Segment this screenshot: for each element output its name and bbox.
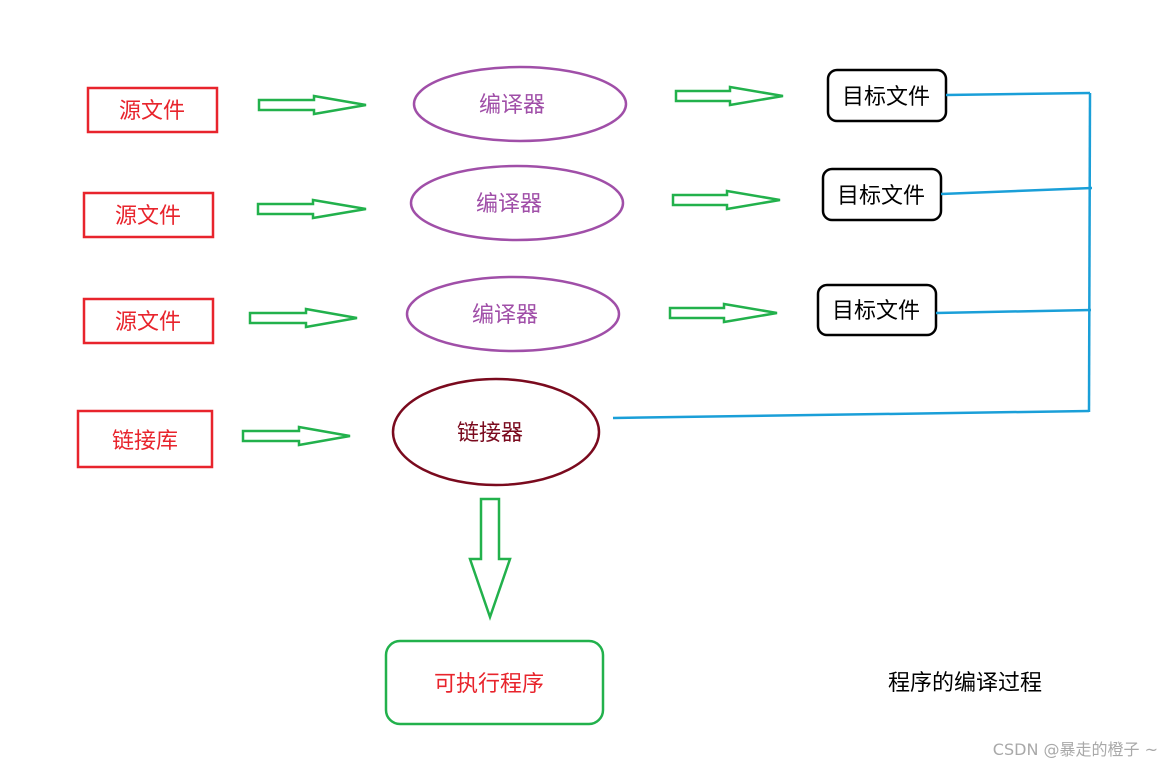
source-file-3: 源文件 [82, 297, 215, 345]
compiler-2: 编译器 [409, 164, 625, 242]
watermark: CSDN @暴走的橙子 ~ [993, 740, 1158, 759]
executable-label: 可执行程序 [434, 672, 544, 697]
source-file-2: 源文件 [82, 191, 215, 239]
target-file-label: 目标文件 [837, 184, 925, 209]
target-file-label: 目标文件 [842, 85, 930, 110]
connector-target-1 [945, 91, 1091, 97]
arrow-linker-to-executable [468, 497, 512, 621]
arrow-compiler-to-target-3 [668, 302, 778, 324]
connector-bus [1087, 92, 1092, 413]
arrow-compiler-to-target-1 [674, 85, 784, 107]
arrow-library-to-linker [241, 425, 351, 447]
executable-program: 可执行程序 [384, 639, 605, 726]
compiler-3: 编译器 [405, 275, 621, 353]
arrow-source-to-compiler-2 [256, 198, 367, 220]
target-file-1: 目标文件 [826, 68, 948, 123]
connector-target-3 [935, 308, 1092, 315]
compiler-label: 编译器 [479, 93, 545, 118]
source-file-1: 源文件 [86, 86, 219, 134]
link-library-label: 链接库 [112, 429, 178, 454]
target-file-label: 目标文件 [832, 299, 920, 324]
compiler-label: 编译器 [476, 192, 542, 217]
linker-label: 链接器 [457, 421, 523, 446]
connector-target-2 [940, 186, 1093, 196]
target-file-3: 目标文件 [816, 283, 938, 337]
arrow-source-to-compiler-1 [257, 94, 367, 116]
connector-to-linker [612, 409, 1090, 420]
diagram-caption: 程序的编译过程 [888, 671, 1042, 696]
link-library: 链接库 [76, 409, 214, 469]
arrow-compiler-to-target-2 [671, 189, 781, 211]
compiler-1: 编译器 [412, 65, 628, 143]
source-file-label: 源文件 [115, 310, 181, 335]
source-file-label: 源文件 [115, 204, 181, 229]
source-file-label: 源文件 [119, 99, 185, 124]
compiler-label: 编译器 [472, 303, 538, 328]
target-file-2: 目标文件 [821, 167, 943, 222]
arrow-source-to-compiler-3 [248, 307, 358, 329]
linker: 链接器 [391, 377, 601, 487]
